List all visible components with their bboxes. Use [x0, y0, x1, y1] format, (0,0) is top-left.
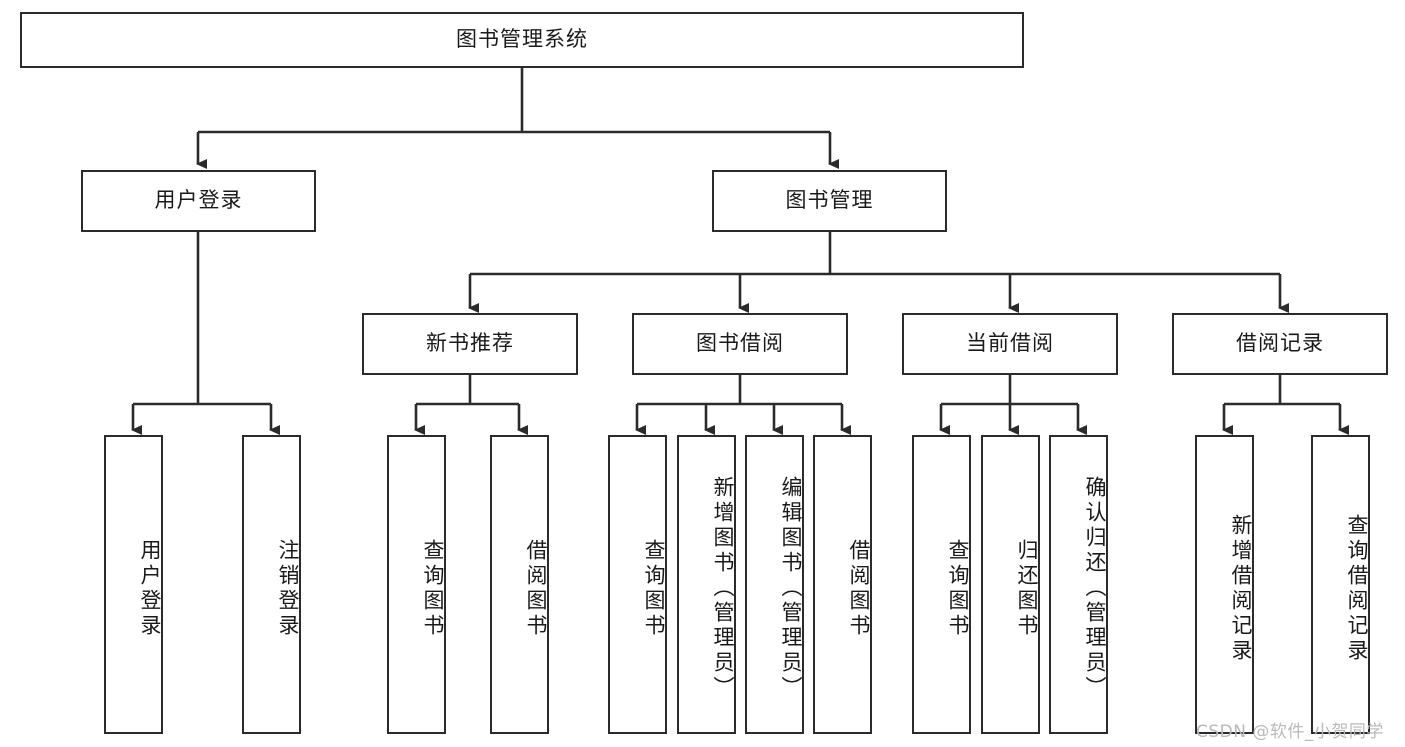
- leaf-book-borrow-edit-book-admin[interactable]: 编辑图书（管理员）: [745, 435, 804, 734]
- node-label: 查询借阅记录: [1345, 513, 1369, 664]
- node-label: 新书推荐: [426, 331, 514, 356]
- node-book-borrow[interactable]: 图书借阅: [632, 313, 848, 375]
- node-label: 借阅记录: [1236, 331, 1324, 356]
- node-new-book-recommend[interactable]: 新书推荐: [362, 313, 578, 375]
- node-label: 归还图书: [1015, 538, 1039, 639]
- node-label: 用户登录: [154, 188, 243, 213]
- leaf-current-borrow-confirm-return-admin[interactable]: 确认归还（管理员）: [1049, 435, 1108, 734]
- node-borrow-record[interactable]: 借阅记录: [1172, 313, 1388, 375]
- leaf-user-login-do-login[interactable]: 用户登录: [104, 435, 163, 734]
- leaf-current-borrow-return-book[interactable]: 归还图书: [981, 435, 1040, 734]
- leaf-book-borrow-add-book-admin[interactable]: 新增图书（管理员）: [677, 435, 736, 734]
- node-current-borrow[interactable]: 当前借阅: [902, 313, 1118, 375]
- node-label: 新增借阅记录: [1229, 513, 1253, 664]
- node-label: 查询图书: [421, 538, 445, 639]
- leaf-borrow-record-query-record[interactable]: 查询借阅记录: [1311, 435, 1370, 734]
- leaf-new-book-query-book[interactable]: 查询图书: [387, 435, 446, 734]
- node-label: 新增图书（管理员）: [711, 476, 735, 701]
- node-label: 查询图书: [946, 538, 970, 639]
- node-label: 用户登录: [138, 538, 162, 639]
- leaf-current-borrow-query-book[interactable]: 查询图书: [912, 435, 971, 734]
- node-label: 借阅图书: [847, 538, 871, 639]
- node-label: 图书管理: [785, 188, 874, 213]
- node-label: 查询图书: [642, 538, 666, 639]
- csdn-watermark: CSDN @软件_小贺同学: [1196, 717, 1384, 742]
- watermark-text: CSDN @软件_小贺同学: [1196, 722, 1384, 742]
- node-user-login[interactable]: 用户登录: [81, 170, 316, 232]
- leaf-new-book-borrow-book[interactable]: 借阅图书: [490, 435, 549, 734]
- leaf-borrow-record-add-record[interactable]: 新增借阅记录: [1195, 435, 1254, 734]
- leaf-book-borrow-borrow-book[interactable]: 借阅图书: [813, 435, 872, 734]
- node-label: 借阅图书: [524, 538, 548, 639]
- node-label: 当前借阅: [966, 331, 1054, 356]
- node-root-book-management-system[interactable]: 图书管理系统: [20, 12, 1024, 68]
- node-label: 图书管理系统: [456, 27, 588, 52]
- leaf-user-login-logout[interactable]: 注销登录: [242, 435, 301, 734]
- node-label: 编辑图书（管理员）: [779, 476, 803, 701]
- node-label: 图书借阅: [696, 331, 784, 356]
- node-book-management[interactable]: 图书管理: [712, 170, 947, 232]
- node-label: 确认归还（管理员）: [1083, 476, 1107, 701]
- node-label: 注销登录: [276, 538, 300, 639]
- leaf-book-borrow-query-book[interactable]: 查询图书: [608, 435, 667, 734]
